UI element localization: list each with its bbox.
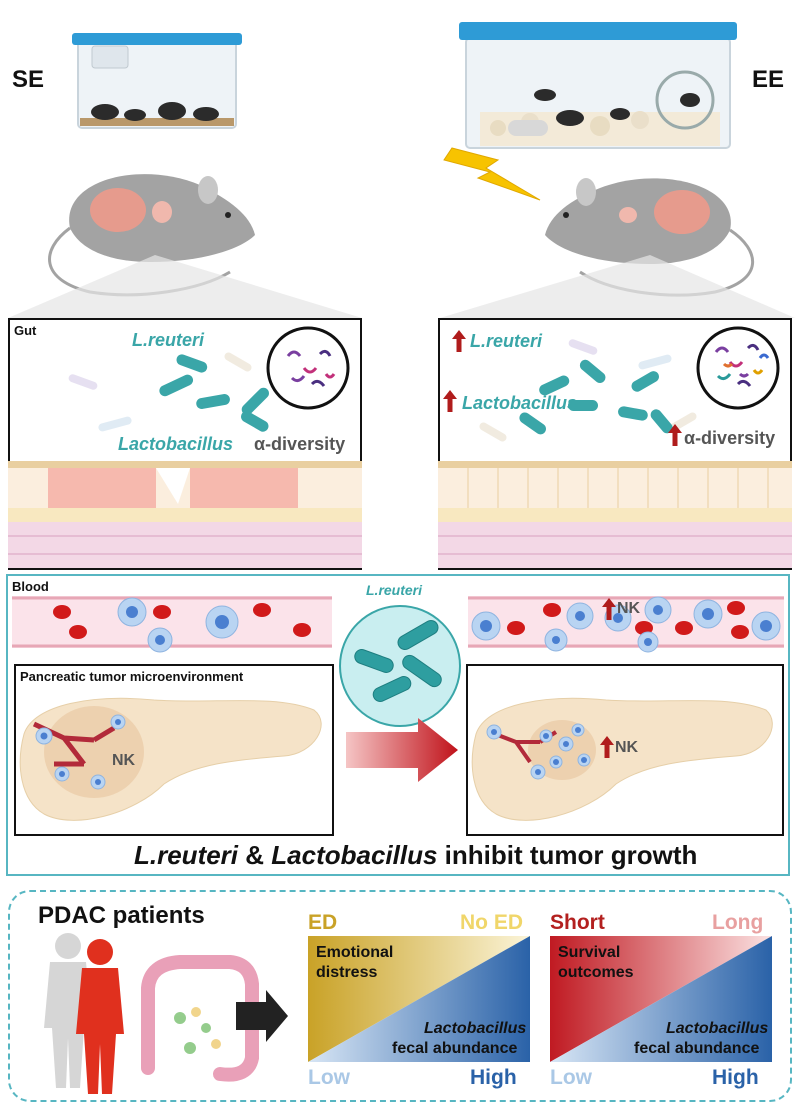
ee-cage xyxy=(459,22,737,149)
up-arrow-icon xyxy=(668,424,682,446)
conclusion-amp: & xyxy=(238,840,272,870)
conclusion-lactobacillus: Lactobacillus xyxy=(271,840,438,870)
chart2-top-left: Short xyxy=(550,911,605,934)
blood-right-nk: NK xyxy=(617,600,641,617)
patients-panel xyxy=(8,890,792,1102)
gut-left-lactobacillus: Lactobacillus xyxy=(118,434,234,454)
blood-vessel-right xyxy=(468,596,784,653)
tumor-panel-left xyxy=(14,664,334,836)
tumor-left-nk: NK xyxy=(112,752,136,769)
chart2-top-right: Long xyxy=(712,911,764,934)
se-cage xyxy=(72,33,242,129)
gut-left-lreuteri: L.reuteri xyxy=(132,330,205,350)
gut-panel-label: Gut xyxy=(14,323,37,338)
conclusion-lreuteri: L.reuteri xyxy=(134,840,239,870)
chart1-bottom-left: Low xyxy=(308,1066,350,1089)
chart2-lower-line1: Lactobacillus xyxy=(666,1020,769,1037)
lreuteri-circle xyxy=(339,605,461,727)
lightning-icon xyxy=(443,147,541,201)
up-arrow-icon xyxy=(602,598,616,620)
chart1-upper-line2: distress xyxy=(316,964,378,981)
up-arrow-icon xyxy=(443,390,457,412)
top-illustration xyxy=(8,22,795,318)
chart2-lower-line2: fecal abundance xyxy=(634,1040,760,1057)
chart-survival-outcomes xyxy=(550,936,772,1062)
gut-right-lreuteri: L.reuteri xyxy=(470,331,543,351)
conclusion-rest: inhibit tumor growth xyxy=(437,840,698,870)
chart1-upper-line1: Emotional xyxy=(316,944,394,961)
conclusion-text: L.reuteri & Lactobacillus inhibit tumor … xyxy=(134,840,697,871)
transition-arrow xyxy=(346,718,458,782)
chart1-bottom-right: High xyxy=(470,1066,517,1089)
colon-icon xyxy=(141,955,259,1082)
chart1-lower-line2: fecal abundance xyxy=(392,1040,518,1057)
center-lreuteri-label: L.reuteri xyxy=(366,582,423,598)
arrow-right-icon xyxy=(236,990,288,1042)
chart1-top-right: No ED xyxy=(460,911,523,934)
blood-tumor-panel xyxy=(6,574,790,876)
chart2-bottom-left: Low xyxy=(550,1066,592,1089)
tumor-panel-label: Pancreatic tumor microenvironment xyxy=(20,669,244,684)
gut-panel-left xyxy=(8,318,362,570)
gut-right-diversity: α-diversity xyxy=(684,428,776,448)
chart2-upper-line1: Survival xyxy=(558,944,621,961)
up-arrow-icon xyxy=(452,330,466,352)
se-label: SE xyxy=(12,66,45,93)
ee-label: EE xyxy=(752,66,785,93)
gut-right-lactobacillus: Lactobacillus xyxy=(462,393,578,413)
up-arrow-icon xyxy=(600,736,614,758)
chart2-upper-line2: outcomes xyxy=(558,964,634,981)
tumor-right-nk: NK xyxy=(615,739,639,756)
blood-panel-label: Blood xyxy=(12,579,49,594)
gut-panel-right xyxy=(438,318,792,570)
tumor-panel-right xyxy=(466,664,784,836)
chart1-lower-line1: Lactobacillus xyxy=(424,1020,527,1037)
person-red-icon xyxy=(76,939,124,1094)
chart2-bottom-right: High xyxy=(712,1066,759,1089)
chart-emotional-distress xyxy=(308,936,530,1062)
patients-illustration xyxy=(44,933,288,1094)
chart1-top-left: ED xyxy=(308,911,338,934)
blood-vessel-left xyxy=(12,596,332,653)
patients-title: PDAC patients xyxy=(38,902,205,929)
gut-left-diversity: α-diversity xyxy=(254,434,346,454)
